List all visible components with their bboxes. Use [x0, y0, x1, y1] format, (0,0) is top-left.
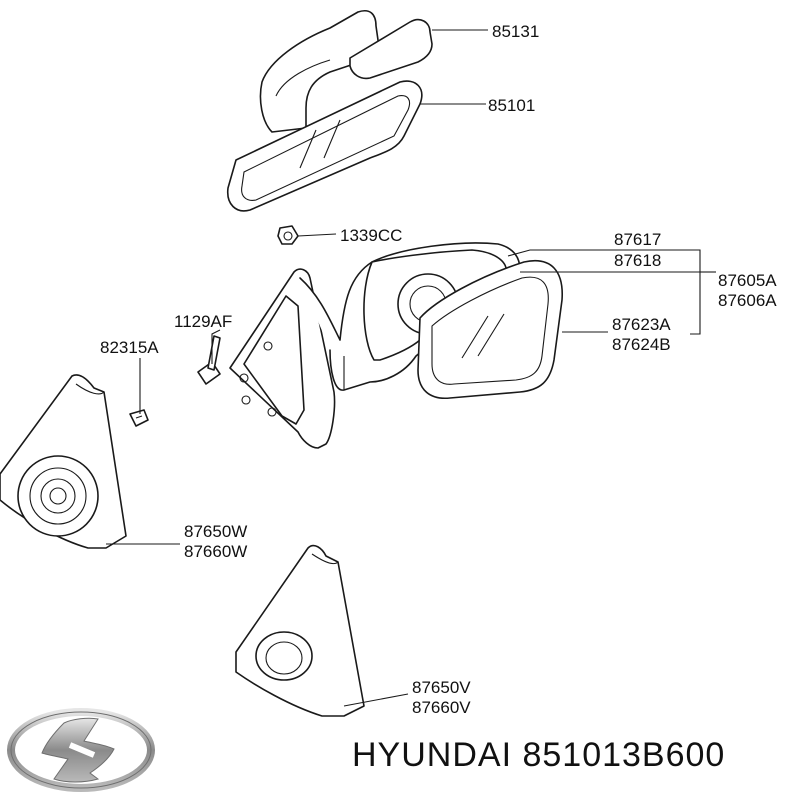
- corner-cover-87650w: [0, 374, 127, 549]
- label-87618: 87618: [614, 251, 661, 270]
- label-1339cc: 1339CC: [340, 226, 402, 245]
- rearview-mirror-85101: [226, 80, 423, 212]
- label-87624b: 87624B: [612, 335, 671, 354]
- label-87650w: 87650W: [184, 522, 247, 541]
- footer-part-number: HYUNDAI 851013B600: [352, 736, 726, 774]
- label-87605a: 87605A: [718, 271, 777, 290]
- label-87660v: 87660V: [412, 698, 471, 717]
- corner-cover-87650v: [235, 544, 365, 717]
- label-82315a: 82315A: [100, 338, 159, 357]
- screw-1339cc: [277, 225, 299, 245]
- label-85101: 85101: [488, 96, 535, 115]
- hyundai-logo-icon: [7, 708, 155, 792]
- label-87617: 87617: [614, 230, 661, 249]
- leader-lines: [106, 29, 716, 707]
- bolt-1129af: [197, 335, 221, 385]
- mirror-bracket-85131: [259, 10, 433, 133]
- label-1129af: 1129AF: [174, 312, 232, 331]
- part-number-labels: 85131 85101 1339CC 87617 87618 87605A 87…: [100, 22, 777, 717]
- label-87623a: 87623A: [612, 315, 671, 334]
- label-87650v: 87650V: [412, 678, 471, 697]
- label-87606a: 87606A: [718, 291, 777, 310]
- label-87660w: 87660W: [184, 542, 247, 561]
- label-85131: 85131: [492, 22, 539, 41]
- mirror-glass: [417, 260, 563, 399]
- clip-82315a: [129, 409, 149, 427]
